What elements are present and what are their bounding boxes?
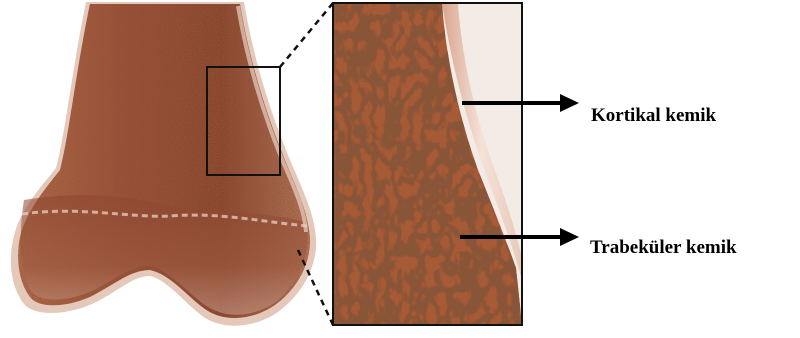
femur-illustration <box>11 2 316 326</box>
magnified-inset <box>333 3 522 325</box>
label-trabecular-bone: Trabeküler kemik <box>590 238 737 257</box>
zoom-connector-top <box>280 3 333 67</box>
label-cortical-bone: Kortikal kemik <box>591 106 716 125</box>
zoom-connector-bottom <box>298 250 333 325</box>
